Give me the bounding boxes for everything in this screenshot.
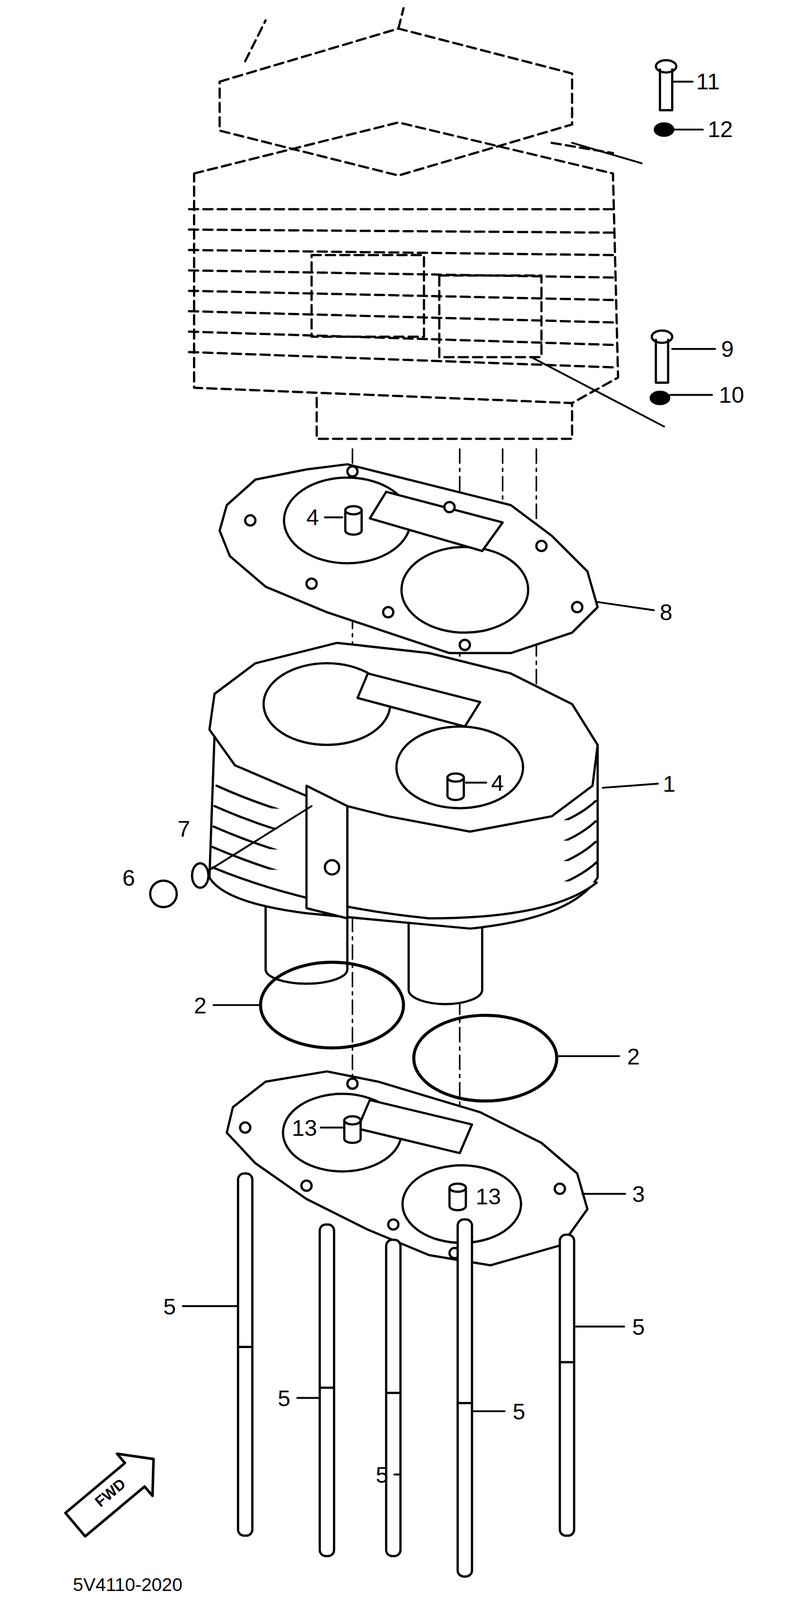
cylinder-block xyxy=(209,643,598,1005)
callout-number: 8 xyxy=(659,601,673,625)
callout-number: 5 xyxy=(512,1401,526,1425)
base-gasket xyxy=(227,1072,588,1267)
callout-number: 2 xyxy=(193,995,207,1018)
callout-number: 4 xyxy=(306,506,320,530)
callout-number: 10 xyxy=(718,384,744,407)
forward-arrow xyxy=(57,1438,172,1547)
callout-number: 4 xyxy=(491,772,505,796)
callout-number: 13 xyxy=(291,1117,317,1141)
callout-number: 9 xyxy=(721,338,735,361)
callout-number: 2 xyxy=(627,1046,640,1069)
figure-code: 5V4110-2020 xyxy=(72,1576,183,1595)
bolt xyxy=(655,60,704,136)
o-ring xyxy=(413,1015,557,1102)
callout-number: 5 xyxy=(277,1388,291,1411)
callout-number: 13 xyxy=(475,1186,501,1209)
bolt xyxy=(650,330,716,404)
callout-number: 3 xyxy=(632,1183,646,1207)
callout-number: 7 xyxy=(177,818,191,841)
callout-number: 6 xyxy=(122,867,136,891)
callout-number: 5 xyxy=(163,1296,176,1320)
callout-number: 5 xyxy=(632,1316,646,1340)
bolt xyxy=(150,806,312,908)
cylinder-head xyxy=(189,8,619,439)
callout-number: 12 xyxy=(707,118,733,141)
stud-bolt xyxy=(237,1174,575,1578)
callout-number: 11 xyxy=(696,70,720,94)
callout-number: 5 xyxy=(375,1464,389,1488)
callout-number: 1 xyxy=(663,773,676,796)
head-gasket xyxy=(219,464,598,654)
o-ring xyxy=(260,962,404,1049)
